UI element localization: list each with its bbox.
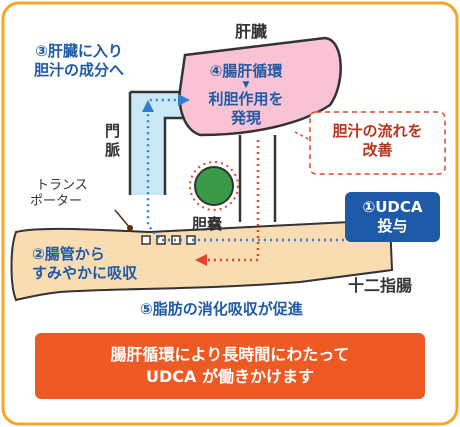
gallbladder-shape [194, 166, 234, 206]
transporter-line1: トランス [36, 178, 88, 193]
step3-line1: ③肝臓に入り [35, 42, 123, 60]
transporter-line2: ポーター [30, 194, 83, 210]
step2-label: ②腸管から すみやかに吸収 [32, 245, 137, 283]
blue-flow-path [146, 98, 350, 242]
step3-line2: 胆汁の成分へ [34, 60, 125, 79]
step4-line1: 利胆作用を [208, 89, 284, 108]
blue-flow-right-arrow [178, 94, 190, 106]
portal-vein-outline [128, 90, 185, 195]
portal-vein-line1: 門 [105, 122, 121, 140]
step4-label: ④腸肝循環 ▼ 利胆作用を 発現 [200, 62, 292, 127]
transporter-pointer-dot [127, 225, 133, 231]
udca-line1: ①UDCA [362, 198, 423, 217]
bile-flow-line1: 胆汁の流れを [332, 122, 423, 140]
step4-line2: 発現 [230, 108, 261, 127]
summary-line2: UDCA が働きかけます [146, 367, 314, 386]
duodenum-label: 十二指腸 [348, 276, 413, 295]
liver-shape [178, 36, 342, 137]
udca-label: ①UDCA 投与 [345, 192, 440, 242]
bile-flow-line2: 改善 [362, 140, 393, 159]
step2-line2: すみやかに吸収 [32, 263, 138, 282]
step2-line1: ②腸管から [32, 245, 105, 263]
transporter-bump [156, 235, 166, 245]
udca-line2: 投与 [377, 217, 408, 235]
gallbladder-rim [189, 161, 239, 211]
transporter-pointer [114, 209, 131, 229]
step3-label: ③肝臓に入り 胆汁の成分へ [34, 42, 124, 80]
summary-line1: 腸肝循環により長時間にわたって [110, 344, 350, 364]
red-flow-arrow [195, 254, 207, 266]
transporter-label: トランス ポーター [30, 178, 88, 211]
portal-vein-label: 門 脈 [105, 122, 120, 160]
liver-label: 肝臓 [235, 22, 268, 41]
blue-flow-up-arrow [142, 100, 154, 112]
red-flow-path [205, 140, 260, 262]
step4-title: ④腸肝循環 [209, 62, 283, 80]
bile-flow-callout [309, 111, 446, 175]
step4-arrow: ▼ [242, 79, 250, 90]
duct-outline [238, 135, 277, 222]
portal-vein-line2: 脈 [105, 140, 121, 159]
summary-box [35, 333, 425, 399]
transporter-bump [141, 235, 151, 245]
bile-flow-connector [294, 131, 311, 141]
step5-label: ⑤脂肪の消化吸収が促進 [140, 300, 303, 318]
gallbladder-label: 胆嚢 [192, 215, 223, 233]
bile-flow-label: 胆汁の流れを 改善 [310, 122, 445, 160]
udca-box [345, 192, 440, 242]
summary-label: 腸肝循環により長時間にわたって UDCA が働きかけます [35, 333, 425, 399]
